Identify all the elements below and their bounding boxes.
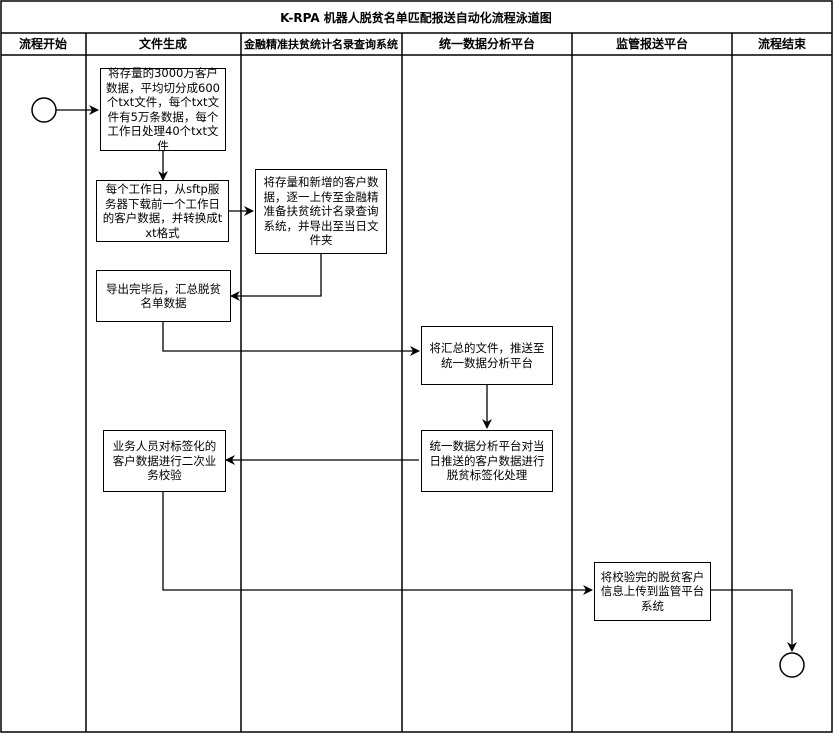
edge-report-to-end: [711, 589, 797, 652]
process-summarize-list: 导出完毕后，汇总脱贫名单数据: [96, 270, 231, 322]
process-split-data: 将存量的3000万客户数据，平均切分成600个txt文件，每个txt文件有5万条…: [100, 66, 226, 153]
end-event: [779, 652, 805, 678]
start-event: [31, 97, 57, 123]
process-report-upload: 将校验完的脱贫客户信息上传到监管平台系统: [594, 562, 711, 621]
process-download-data: 每个工作日，从sftp服务器下载前一个工作日的客户数据，并转换成txt格式: [96, 180, 229, 242]
process-upload-data: 将存量和新增的客户数据，逐一上传至金融精准备扶贫统计名录查询系统，并导出至当日文…: [255, 169, 387, 254]
lane-label-end: 流程结束: [758, 36, 807, 51]
process-verify-data: 业务人员对标签化的客户数据进行二次业务校验: [103, 430, 226, 492]
edge-summarize-to-push: [162, 322, 420, 356]
process-tag-data: 统一数据分析平台对当日推送的客户数据进行脱贫标签化处理: [421, 430, 553, 492]
lane-label-analysis: 统一数据分析平台: [439, 36, 535, 51]
lane-label-start: 流程开始: [19, 36, 67, 51]
lane-label-report: 监管报送平台: [616, 36, 688, 51]
lane-label-file: 文件生成: [139, 36, 187, 51]
edge-upload-to-summarize: [230, 254, 322, 301]
lane-label-finance: 金融精准扶贫统计名录查询系统: [243, 37, 398, 51]
diagram-title: K-RPA 机器人脱贫名单匹配报送自动化流程泳道图: [280, 10, 552, 25]
edge-verify-to-report: [162, 492, 593, 595]
process-push-file: 将汇总的文件，推送至统一数据分析平台: [421, 326, 553, 385]
